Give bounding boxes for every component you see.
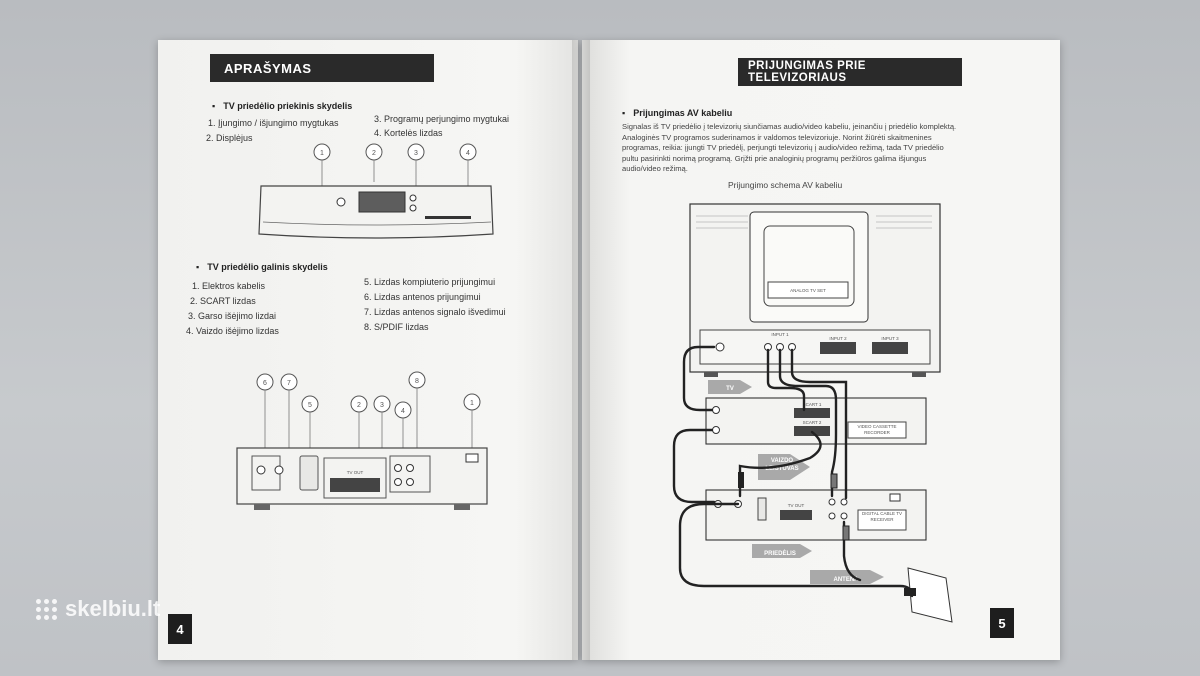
callout-4: 4 [466, 150, 470, 157]
antenna-wall-socket [907, 567, 953, 623]
callout-1: 1 [320, 150, 324, 157]
tv-input-2-label: INPUT 2 [829, 336, 847, 341]
av-connection-diagram: ANALOG TV SET INPUT 1 INPUT 2 INPUT 3 TV… [672, 203, 953, 623]
arrow-receiver-label: PRIEDĖLIS [764, 550, 796, 557]
analog-tv-set [689, 203, 941, 377]
front-panel-diagram: 1 2 3 4 [258, 143, 494, 239]
arrow-tv-label: TV [726, 386, 734, 392]
receiver-label: DIGITAL CABLE TV RECEIVER [862, 511, 902, 522]
receiver-rear-body [236, 447, 488, 510]
page-number-left: 4 [168, 614, 192, 644]
receiver-front-body [258, 185, 494, 239]
rear-item-5: 5. Lizdas kompiuterio prijungimui [364, 277, 496, 287]
cables [672, 345, 914, 598]
rear-tv-out-label: TV OUT [347, 470, 364, 475]
receiver-tv-out-label: TV OUT [788, 503, 805, 508]
rear-callout-4: 4 [401, 408, 405, 415]
diagram-caption: Prijungimo schema AV kabeliu [728, 180, 843, 190]
book-gutter [572, 40, 590, 660]
rear-callout-8: 8 [415, 378, 419, 385]
vcr-scart-2-label: SCART 2 [803, 420, 822, 425]
rear-item-1: 1. Elektros kabelis [192, 281, 266, 291]
receiver-arrow [752, 544, 812, 558]
rear-callout-2: 2 [357, 402, 361, 409]
rear-item-7: 7. Lizdas antenos signalo išvedimui [364, 307, 506, 317]
rear-callout-7: 7 [287, 380, 291, 387]
tv-input-3-label: INPUT 3 [881, 336, 899, 341]
front-item-1: 1. Įjungimo / išjungimo mygtukas [208, 118, 339, 128]
rear-panel-title: TV priedėlio galinis skydelis [196, 262, 328, 272]
watermark-text: skelbiu.lt [65, 596, 161, 621]
rear-item-2: 2. SCART lizdas [190, 296, 256, 306]
front-item-4: 4. Kortelės lizdas [374, 128, 443, 138]
front-item-3: 3. Programų perjungimo mygtukai [374, 114, 510, 124]
callout-2: 2 [372, 150, 376, 157]
vcr-arrow [758, 454, 810, 480]
tv-arrow [708, 380, 752, 394]
front-item-2: 2. Displėjus [206, 133, 253, 143]
rear-callout-1: 1 [470, 400, 474, 407]
digital-cable-receiver [705, 489, 927, 541]
page-number-right: 5 [990, 608, 1014, 638]
arrow-antenna-label: ANTENA [834, 577, 860, 583]
rear-callout-6: 6 [263, 380, 267, 387]
rear-callout-5: 5 [308, 402, 312, 409]
callout-markers [313, 143, 477, 161]
rear-item-3: 3. Garso išėjimo lizdai [188, 311, 277, 321]
rear-panel-diagram: 6 7 5 2 3 4 8 1 TV OUT [236, 371, 488, 510]
right-section-title: Prijungimas AV kabeliu [622, 108, 732, 118]
tv-input-1-label: INPUT 1 [771, 332, 789, 337]
rear-item-6: 6. Lizdas antenos prijungimui [364, 292, 481, 302]
skelbiu-watermark: skelbiu.lt [36, 596, 160, 622]
tv-screen-label: ANALOG TV SET [790, 288, 826, 293]
rear-callout-3: 3 [380, 402, 384, 409]
antenna-arrow [810, 570, 884, 584]
left-page-header: APRAŠYMAS [210, 54, 434, 82]
vcr-scart-1-label: SCART 1 [803, 402, 822, 407]
rear-item-4: 4. Vaizdo išėjimo lizdas [186, 326, 279, 336]
left-page [158, 40, 578, 660]
right-paragraph: Signalas iš TV priedėlio į televizorių s… [622, 122, 957, 174]
vcr-label: VIDEO CASSETTE RECORDER [857, 424, 897, 435]
callout-3: 3 [414, 150, 418, 157]
rear-item-8: 8. S/PDIF lizdas [364, 322, 429, 332]
front-panel-title: TV priedėlio priekinis skydelis [212, 101, 352, 111]
right-page-header: PRIJUNGIMAS PRIE TELEVIZORIAUS [738, 58, 962, 86]
watermark-logo-icon [36, 598, 57, 620]
arrow-vcr-label: VAIZDO LEISTUVAS [765, 458, 799, 472]
